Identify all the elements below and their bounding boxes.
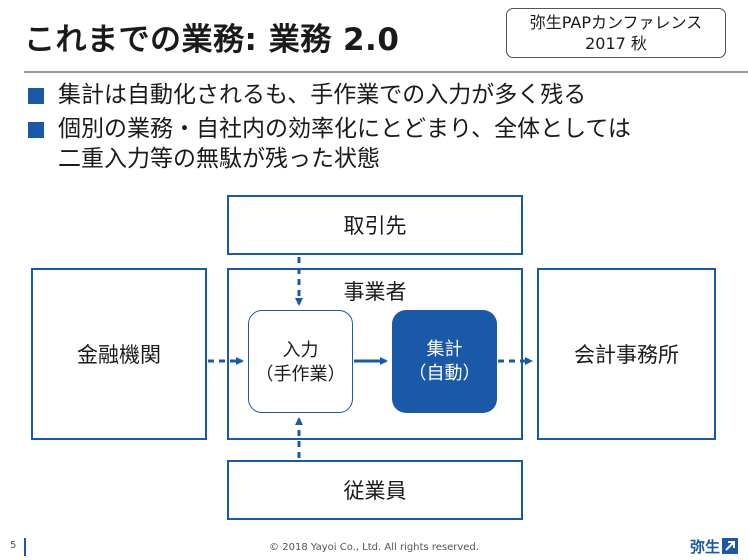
bullet-text: 個別の業務・自社内の効率化にとどまり、全体としては <box>58 116 631 142</box>
aggregate-node-subtitle: （自動） <box>408 363 481 384</box>
input-node-title: 入力 <box>282 340 319 361</box>
bullet-item: 集計は自動化されるも、手作業での入力が多く残る <box>28 80 631 110</box>
bullet-list: 集計は自動化されるも、手作業での入力が多く残る 個別の業務・自社内の効率化にとど… <box>28 80 631 178</box>
supplier-box: 取引先 <box>227 195 523 255</box>
accounting-firm-box: 会計事務所 <box>537 268 716 440</box>
employee-box: 従業員 <box>227 460 523 520</box>
business-label: 事業者 <box>343 280 407 304</box>
manual-input-node: 入力 （手作業） <box>248 310 353 413</box>
conference-name: 弥生PAPカンファレンス <box>529 13 703 32</box>
bullet-item: 個別の業務・自社内の効率化にとどまり、全体としては 二重入力等の無駄が残った状態 <box>28 114 631 174</box>
logo-arrow-icon <box>722 538 739 554</box>
square-bullet-icon <box>28 88 44 104</box>
auto-aggregate-node: 集計 （自動） <box>392 310 497 413</box>
bullet-text-continued: 二重入力等の無駄が残った状態 <box>58 146 380 172</box>
conference-badge: 弥生PAPカンファレンス 2017 秋 <box>506 8 726 58</box>
logo-text: 弥生 <box>690 538 721 556</box>
conference-season: 2017 秋 <box>585 34 647 53</box>
employee-label: 従業員 <box>343 479 407 503</box>
square-bullet-icon <box>28 122 44 138</box>
slide-title: これまでの業務: 業務 2.0 <box>24 22 400 58</box>
title-divider <box>24 71 748 73</box>
yayoi-logo: 弥生 <box>690 536 739 557</box>
aggregate-node-title: 集計 <box>426 339 463 360</box>
accounting-firm-label: 会計事務所 <box>574 343 679 367</box>
copyright-text: © 2018 Yayoi Co., Ltd. All rights reserv… <box>269 542 479 553</box>
bank-label: 金融機関 <box>77 343 161 367</box>
page-number: 5 <box>10 540 17 551</box>
bank-box: 金融機関 <box>31 268 207 440</box>
supplier-label: 取引先 <box>343 214 407 238</box>
input-node-subtitle: （手作業） <box>255 364 346 385</box>
bullet-text: 集計は自動化されるも、手作業での入力が多く残る <box>58 82 587 108</box>
footer-divider <box>24 538 26 556</box>
